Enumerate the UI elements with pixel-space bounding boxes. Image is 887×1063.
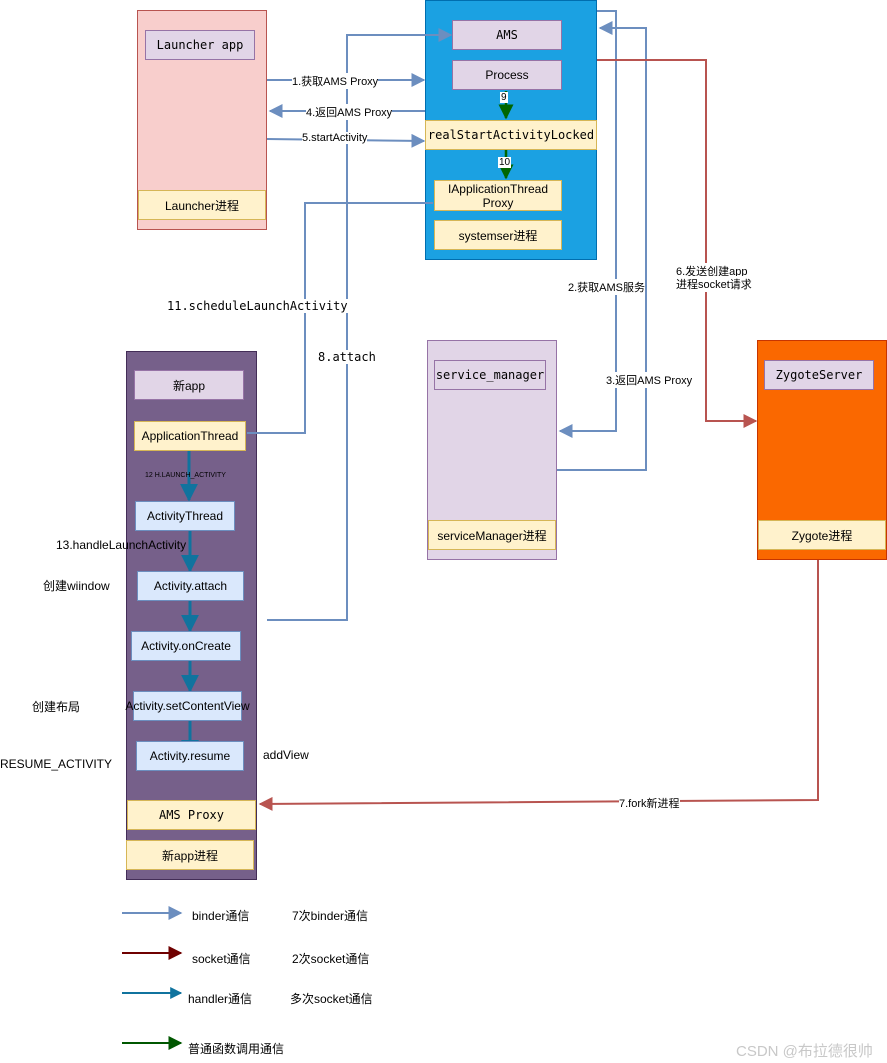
legend-handler-label: handler通信 [188, 992, 253, 1006]
watermark: CSDN @布拉德很帅 [736, 1043, 873, 1060]
activity-oncreate-box: Activity.onCreate [131, 631, 241, 661]
edge-label-13: 13.handleLaunchActivity [56, 538, 187, 552]
zygote-process-label: Zygote进程 [758, 520, 886, 550]
edge-label-6-line1: 6.发送创建app [676, 263, 748, 279]
edge-label-6-line2: 进程socket请求 [676, 276, 752, 292]
note-resume-activity: RESUME_ACTIVITY [0, 757, 113, 771]
legend-socket-label: socket通信 [192, 952, 251, 966]
edge-label-10: 10 [498, 157, 512, 168]
edge-label-9: 9 [500, 92, 508, 103]
legend-binder-note: 7次binder通信 [292, 909, 369, 923]
edge-label-12: 12 H.LAUNCH_ACTIVITY [145, 472, 226, 479]
new-app-process-label: 新app进程 [126, 840, 254, 870]
note-add-view: addView [263, 748, 309, 762]
note-create-layout: 创建布局 [32, 700, 81, 714]
legend-call-label: 普通函数调用通信 [188, 1042, 285, 1056]
legend-handler-note: 多次socket通信 [290, 992, 373, 1006]
edge-label-11: 11.scheduleLaunchActivity [167, 299, 348, 313]
edge-label-2: 2.获取AMS服务 [568, 279, 646, 295]
edge-label-7: 7.fork新进程 [619, 795, 680, 811]
servicemanager-process-label: serviceManager进程 [428, 520, 556, 550]
legend-binder-label: binder通信 [192, 909, 250, 923]
note-create-window: 创建wiindow [43, 579, 110, 593]
systemserver-process-label: systemser进程 [434, 220, 562, 250]
activity-resume-box: Activity.resume [136, 741, 244, 771]
edge-label-4: 4.返回AMS Proxy [306, 104, 393, 120]
edge-8-attach [267, 28, 453, 621]
edge-label-5: 5.startActivity [302, 132, 368, 144]
launcher-process-label: Launcher进程 [138, 190, 266, 220]
edge-6-socket-request [597, 59, 758, 428]
iat-proxy-line1: IApplicationThread [447, 181, 549, 196]
edge-7-fork [258, 560, 819, 811]
launcher-app-box: Launcher app [145, 30, 255, 60]
activity-setcontentview-box: Activity.setContentView [125, 691, 250, 721]
iat-proxy-line2: Proxy [482, 195, 514, 210]
edge-label-8: 8.attach [318, 350, 376, 364]
application-thread-box: ApplicationThread [134, 421, 246, 451]
zygote-server-box: ZygoteServer [764, 360, 874, 390]
edge-label-3: 3.返回AMS Proxy [606, 372, 693, 388]
activity-thread-box: ActivityThread [135, 501, 235, 531]
edge-3-return-ams-proxy [557, 21, 647, 471]
process-box: Process [452, 60, 562, 90]
edge-label-1: 1.获取AMS Proxy [292, 73, 379, 89]
ams-box: AMS [452, 20, 562, 50]
iapplicationthread-proxy-box: IApplicationThread Proxy [434, 180, 562, 211]
service-manager-box: service_manager [434, 360, 546, 390]
new-app-title-box: 新app [134, 370, 244, 400]
edge-11-schedule-launch [247, 202, 433, 434]
activity-attach-box: Activity.attach [137, 571, 244, 601]
ams-proxy-box: AMS Proxy [127, 800, 256, 830]
realstart-activity-locked-box: realStartActivityLocked [425, 120, 597, 150]
legend-socket-note: 2次socket通信 [292, 952, 370, 966]
edge-2-get-ams-service [558, 10, 617, 438]
